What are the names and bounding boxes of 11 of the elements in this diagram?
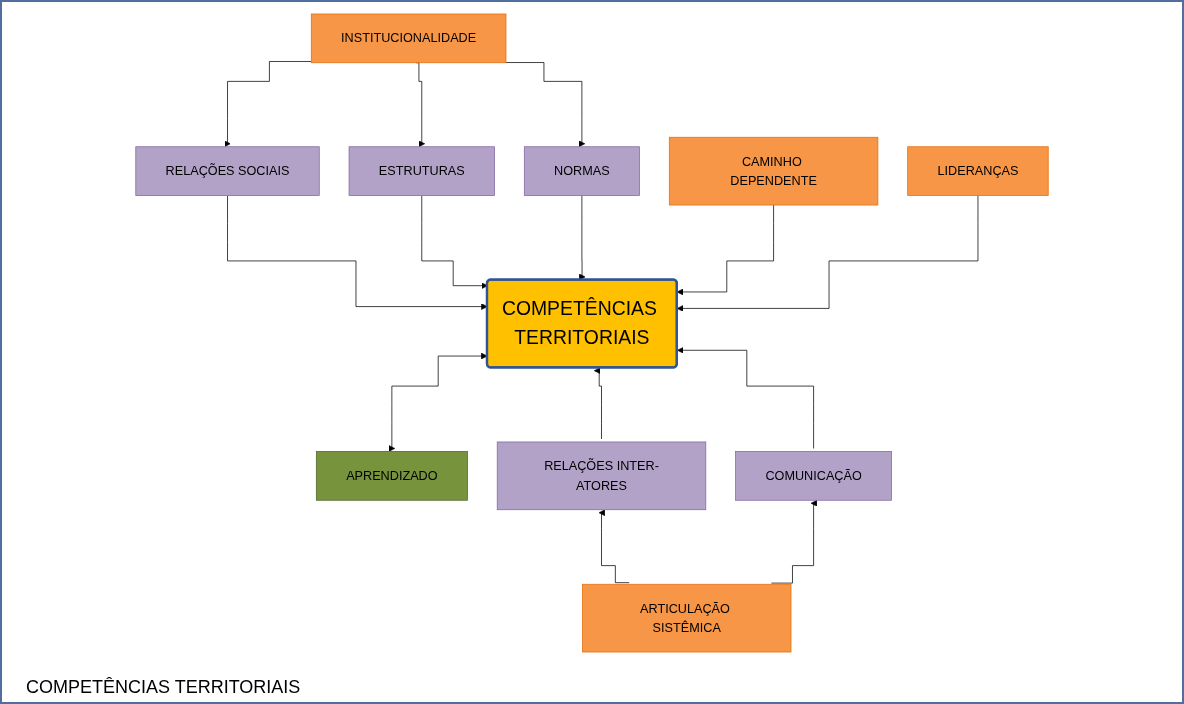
node-box: CAMINHO DEPENDENTE xyxy=(668,136,879,206)
node-box: INSTITUCIONALIDADE xyxy=(310,13,507,64)
node-box: RELAÇÕES SOCIAIS xyxy=(135,146,320,196)
node-box: ESTRUTURAS xyxy=(348,146,495,196)
node-box: NORMAS xyxy=(523,146,640,196)
node-box: RELAÇÕES INTER-ATORES xyxy=(496,441,707,511)
node-box: COMUNICAÇÃO xyxy=(735,451,892,501)
caption: COMPETÊNCIAS TERRITORIAIS xyxy=(26,677,301,698)
node-box: ARTICULAÇÃO SISTÊMICA xyxy=(582,583,792,653)
node-box: LIDERANÇAS xyxy=(907,146,1049,196)
node-box: APRENDIZADO xyxy=(315,451,468,501)
